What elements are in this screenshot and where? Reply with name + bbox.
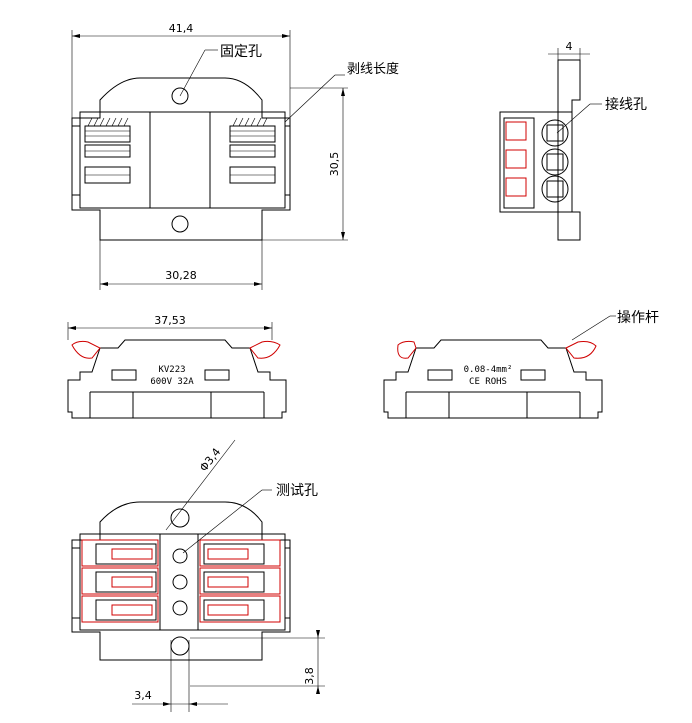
mount-hole-top <box>171 87 189 105</box>
label-wire-hole: 接线孔 <box>605 96 647 113</box>
bottom-view: Φ3,4 测试孔 3,8 3,4 <box>71 439 325 712</box>
label-mount-hole: 固定孔 <box>220 44 262 60</box>
test-hole-2 <box>172 574 188 590</box>
mount-hole-bottom <box>171 215 189 233</box>
dim-width-front: 37,53 <box>154 314 186 327</box>
side-view: 4 接线孔 <box>499 40 647 241</box>
marking-rating: 600V 32A <box>150 377 194 387</box>
dim-hole-width: 3,4 <box>134 689 152 702</box>
front-view-right: 0.08-4mm² CE ROHS 操作杆 <box>383 310 659 419</box>
label-lever: 操作杆 <box>617 310 659 326</box>
marking-wire-range: 0.08-4mm² <box>464 365 513 375</box>
dim-height-side: 30,5 <box>328 152 341 177</box>
label-strip-length: 剥线长度 <box>347 61 399 77</box>
test-hole-1 <box>172 548 188 564</box>
dim-width-bottom: 30,28 <box>165 269 197 282</box>
dim-width-top: 41,4 <box>169 22 194 35</box>
label-test-hole: 测试孔 <box>276 483 318 499</box>
marking-cert: CE ROHS <box>469 377 507 387</box>
test-hole-3 <box>172 600 188 616</box>
dim-depth-side: 4 <box>566 40 573 53</box>
top-view: 41,4 固定孔 剥线长度 30,5 30,28 <box>71 22 399 290</box>
dim-hole-height: 3,8 <box>303 667 316 685</box>
front-view-left: KV223 600V 32A 37,53 <box>67 314 287 419</box>
marking-model: KV223 <box>158 365 185 375</box>
